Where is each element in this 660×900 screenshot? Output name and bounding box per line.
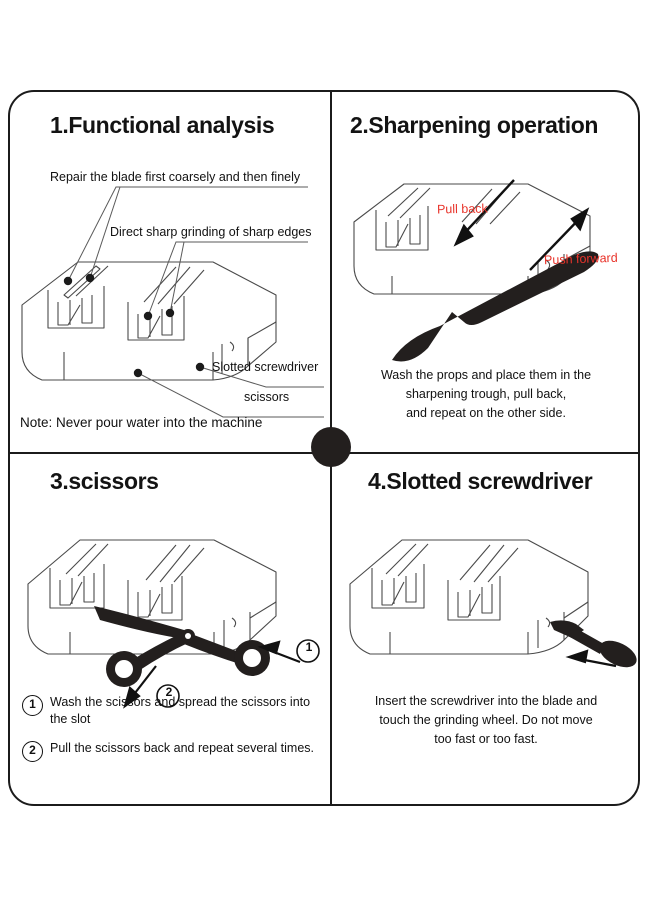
panel-1-title: 1.Functional analysis [50, 112, 275, 138]
screwdriver-shape [550, 620, 637, 668]
panel-functional-analysis: 1.Functional analysis [8, 90, 332, 454]
panel-4-caption-line-3: too fast or too fast. [434, 731, 538, 746]
step-item: 1 Wash the scissors and spread the sciss… [22, 694, 322, 729]
callout-scissors: scissors [244, 390, 290, 404]
panel-scissors: 3.scissors [8, 454, 332, 806]
panel-2-caption-line-2: sharpening trough, pull back, [405, 386, 567, 401]
scissors-shape [94, 606, 270, 687]
panel-2-title: 2.Sharpening operation [350, 112, 599, 138]
knife-shape [392, 251, 599, 362]
panel-sharpening-operation: 2.Sharpening operation [332, 90, 640, 454]
panel-3-title: 3.scissors [50, 468, 159, 494]
callout-sharp-edges: Direct sharp grinding of sharp edges [110, 225, 312, 239]
panel-4-caption: Insert the screwdriver into the blade an… [344, 692, 628, 748]
scissors-step-list: 1 Wash the scissors and spread the sciss… [22, 694, 322, 773]
step-number: 2 [22, 740, 43, 762]
step-item: 2 Pull the scissors back and repeat seve… [22, 740, 322, 762]
panel-1-note: Note: Never pour water into the machine [20, 415, 263, 430]
pull-back-label: Pull back [436, 201, 488, 217]
push-forward-label: Push forward [543, 250, 618, 268]
step-text: Wash the scissors and spread the scissor… [50, 695, 311, 727]
panel-2-caption-line-1: Wash the props and place them in the [380, 368, 592, 382]
step-number: 1 [22, 695, 43, 716]
callout-slotted-screwdriver: Slotted screwdriver [212, 360, 319, 374]
callout-coarse-fine: Repair the blade first coarsely and then… [50, 170, 301, 184]
panel-2-caption-line-3: and repeat on the other side. [406, 405, 566, 420]
center-dot [311, 427, 351, 467]
panel-4-caption-line-2: touch the grinding wheel. Do not move [379, 712, 593, 727]
scissors-marker-one: 1 [305, 640, 313, 654]
step-text: Pull the scissors back and repeat severa… [50, 740, 315, 755]
scissors-marker-two: 2 [165, 685, 173, 699]
panel-4-title: 4.Slotted screwdriver [368, 468, 593, 494]
panel-slotted-screwdriver: 4.Slotted screwdriver [332, 454, 640, 806]
panel-4-caption-line-1: Insert the screwdriver into the blade an… [374, 694, 598, 708]
panel-4-illustration [349, 539, 637, 668]
panel-2-caption: Wash the props and place them in the sha… [346, 366, 626, 422]
